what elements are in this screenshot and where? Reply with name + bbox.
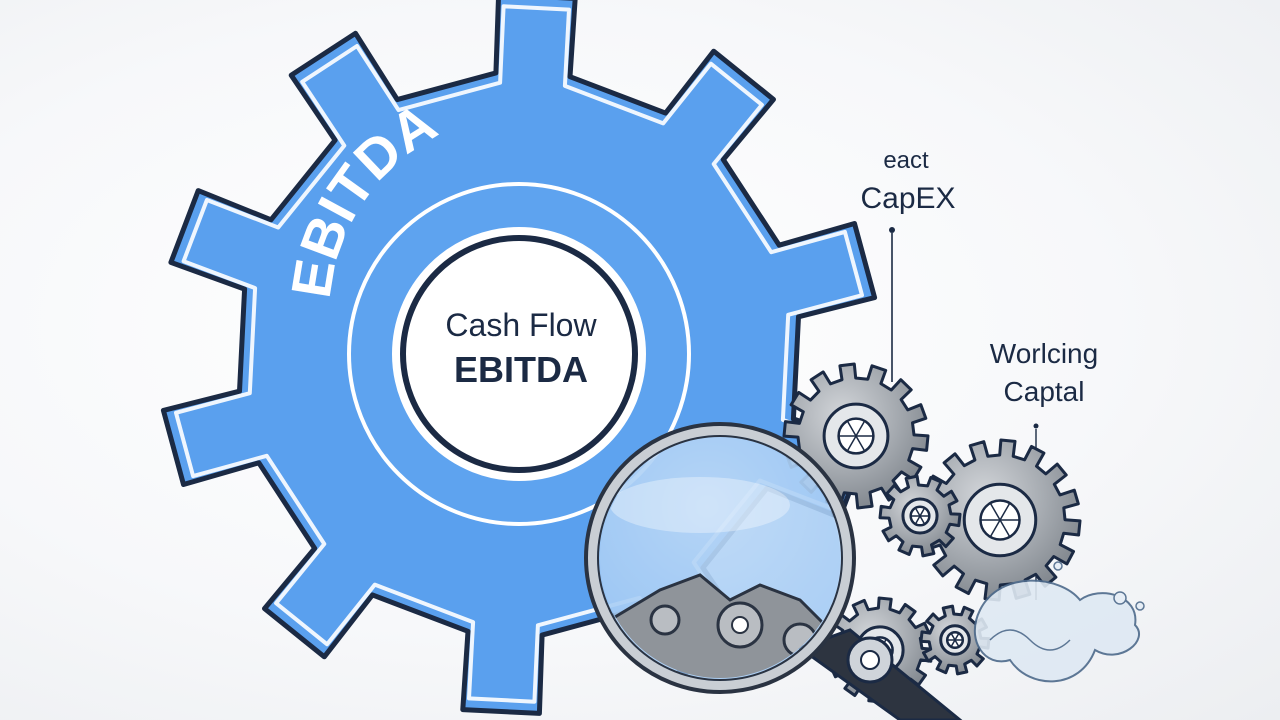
callout-working-capital-line1: Worlcing bbox=[990, 338, 1098, 369]
center-label-ebitda: EBITDA bbox=[454, 349, 588, 390]
water-splash-icon bbox=[973, 561, 1145, 683]
small-gear-icon bbox=[878, 474, 962, 558]
callout-capex-top-label: eact bbox=[883, 147, 929, 174]
big-gear-icon bbox=[160, 0, 878, 716]
callout-working-capital-line2: Captal bbox=[1004, 376, 1085, 407]
callout-capex-label: CapEX bbox=[860, 182, 955, 215]
magnifier-icon bbox=[584, 422, 963, 720]
working-capital-gear-icon bbox=[918, 438, 1082, 602]
center-label-cash-flow: Cash Flow bbox=[445, 307, 597, 343]
callout-capex-leader bbox=[889, 227, 895, 382]
lower-small-gear-icon bbox=[919, 604, 991, 676]
